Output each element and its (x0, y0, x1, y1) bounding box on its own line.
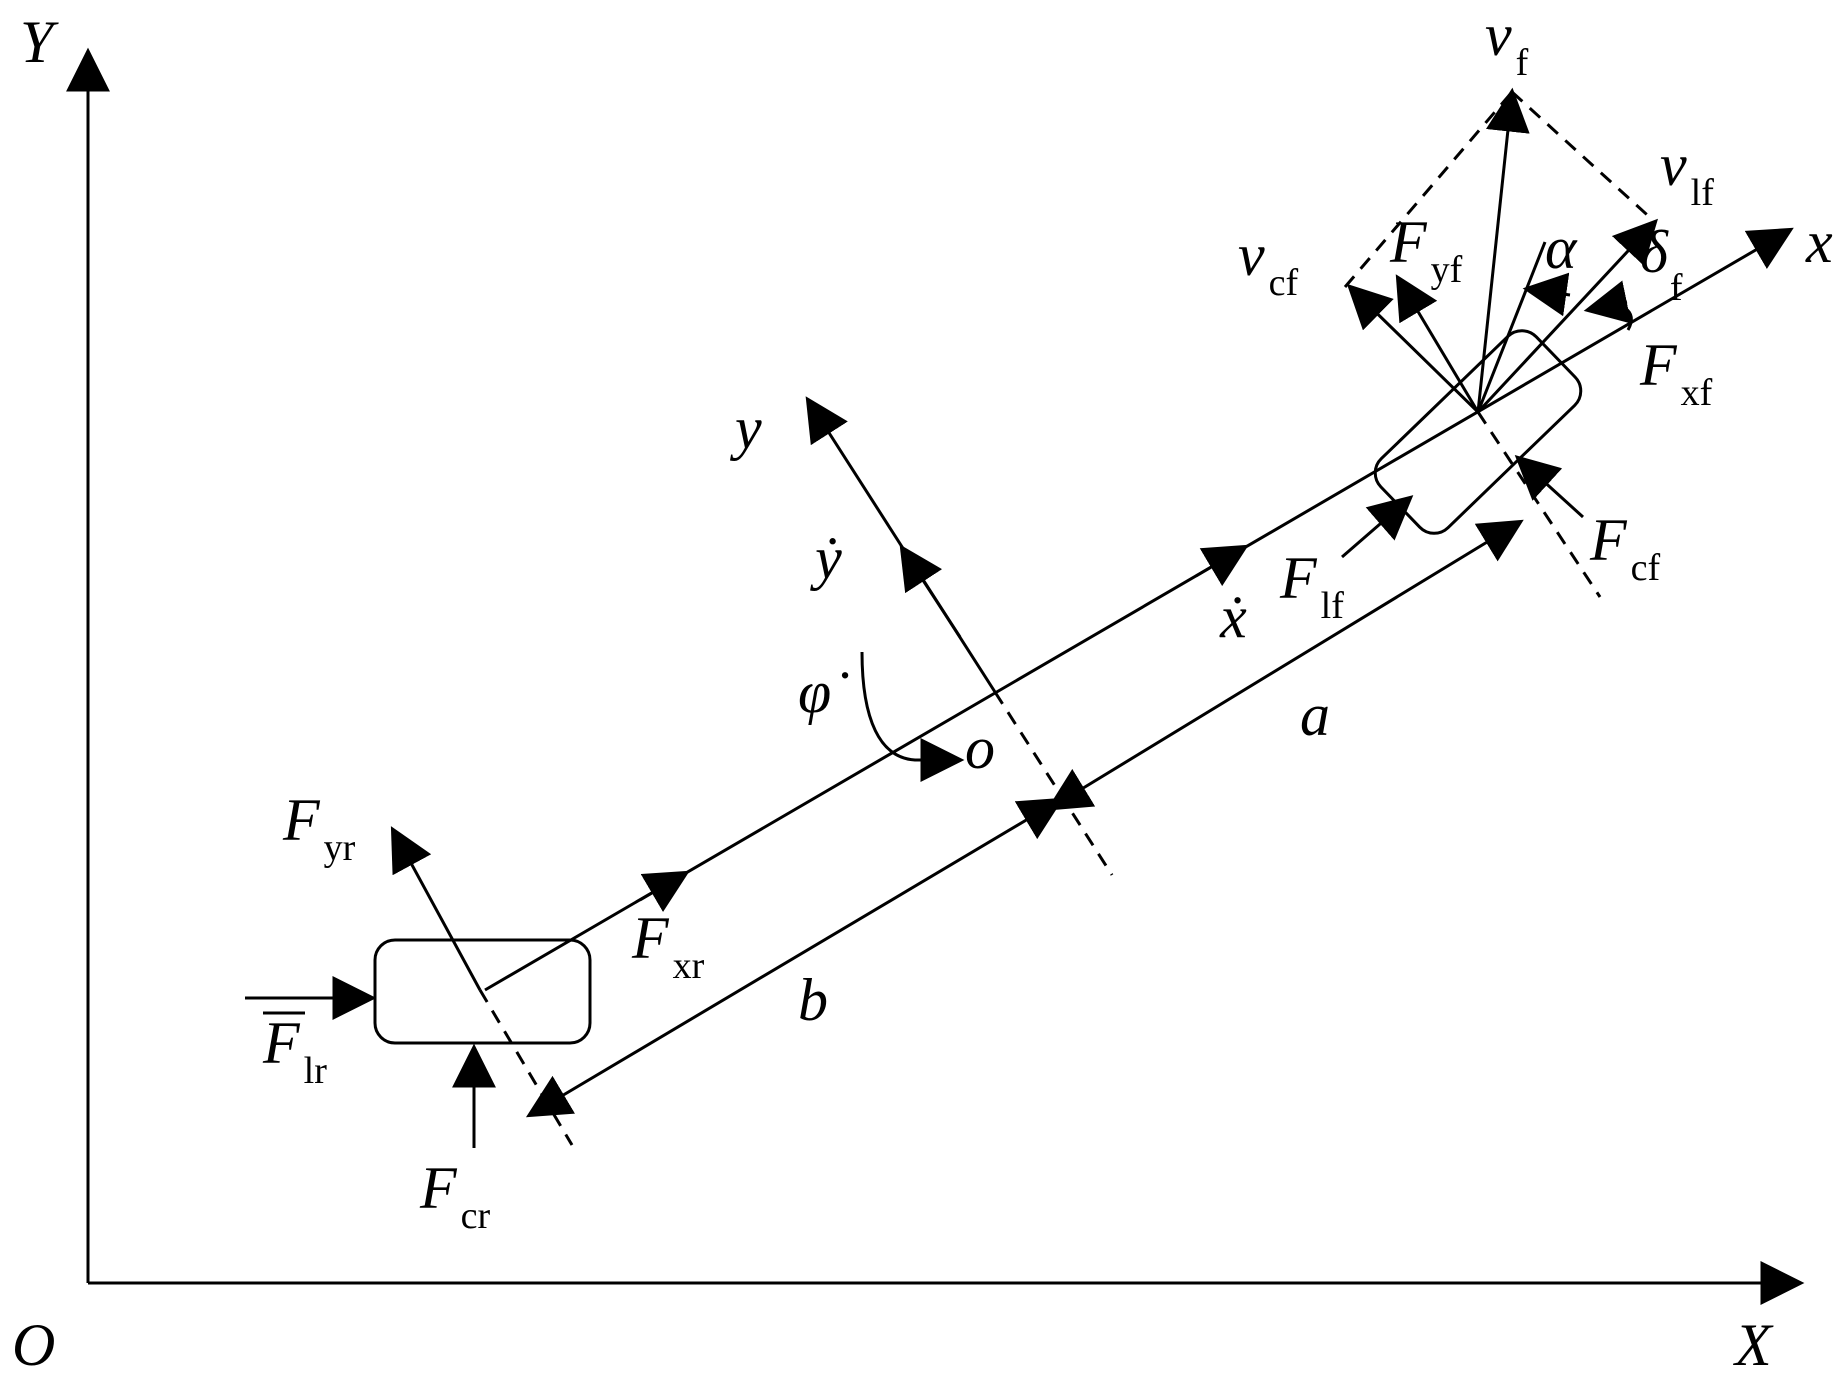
delta-angle-tick (1624, 306, 1633, 331)
flf-arrow (1341, 495, 1414, 559)
label-X: X (1733, 1312, 1774, 1376)
label-O: O (12, 1312, 55, 1376)
label-o: o (965, 715, 995, 781)
label-ydot: ẏ (810, 525, 842, 591)
yaw-rate-arc (860, 651, 965, 782)
fyr-arrow (390, 826, 482, 991)
vf-vector (1476, 87, 1530, 413)
label-x: x (1805, 209, 1833, 275)
fxr-arrow-on-axis (639, 870, 690, 913)
fcf-arrow (1514, 455, 1585, 519)
front-dashed-line (1476, 411, 1602, 598)
label-xdot: ẋ (1219, 584, 1247, 650)
front-wheel (1373, 329, 1583, 535)
label-Y: Y (20, 9, 59, 75)
ydot-arrow (899, 544, 962, 638)
delta-angle-arrow (1583, 280, 1632, 324)
xdot-arrow-on-axis (1195, 544, 1249, 587)
cg-dashed-line (993, 691, 1114, 876)
fyf-vector (1395, 274, 1480, 413)
dimension-b (525, 797, 1064, 1118)
vcf-vector (1346, 283, 1480, 414)
label-deltaf: δf (1640, 219, 1683, 309)
alpha-angle-arrow (1522, 272, 1571, 317)
alpha-reference-line (1476, 241, 1547, 413)
label-phidot: φ̇ (798, 659, 848, 725)
label-b: b (798, 967, 828, 1033)
rear-dashed-line (478, 989, 574, 1146)
label-y: y (729, 395, 762, 461)
label-a: a (1300, 682, 1330, 748)
vcf-dashed-edge (1343, 91, 1514, 288)
vlf-vector (1476, 218, 1658, 414)
vlf-dashed-edge (1510, 90, 1657, 224)
dimension-a (1046, 519, 1524, 811)
label-alpha: α (1545, 215, 1578, 281)
